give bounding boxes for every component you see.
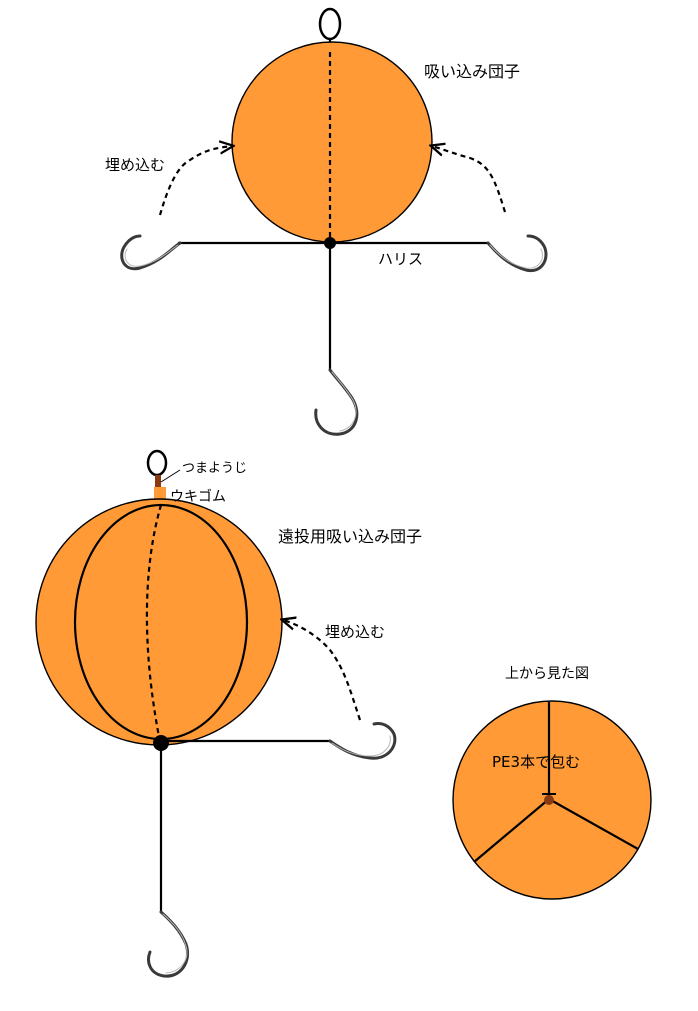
top-embed-label: 埋め込む (105, 156, 165, 174)
bottom-swivel-ring (146, 449, 168, 477)
top-hook-left (120, 234, 182, 271)
bottom-rig: つまようじ ウキゴム 遠投用吸い込み団子 埋め込む (35, 449, 422, 978)
pe-line-2 (473, 798, 550, 863)
top-swivel-ring (318, 7, 342, 41)
top-view: 上から見た図 PE3本で包む (452, 666, 652, 900)
bottom-embed-label: 埋め込む (325, 623, 385, 641)
top-hook-right (486, 234, 548, 273)
toothpick-label: つまようじ (182, 461, 247, 476)
top-embed-arrow-right (432, 146, 507, 213)
bottom-embed-arrow (283, 620, 362, 721)
toothpick (155, 475, 161, 488)
top-view-note: PE3本で包む (492, 753, 580, 771)
bottom-hook-bottom (147, 910, 189, 978)
top-view-title: 上から見た図 (505, 666, 589, 682)
bottom-dango-ball (35, 498, 283, 746)
top-dango-ball (231, 41, 433, 243)
top-embed-arrow-left (158, 146, 232, 216)
float-rubber-label: ウキゴム (170, 488, 226, 505)
top-title: 吸い込み団子 (424, 62, 520, 81)
top-rig: 吸い込み団子 埋め込む ハリス (105, 7, 548, 436)
pe-line-3 (548, 798, 639, 850)
bottom-title: 遠投用吸い込み団子 (278, 527, 422, 546)
bottom-hook-right (328, 722, 397, 760)
bottom-core-line (145, 504, 163, 743)
top-hook-bottom (314, 368, 359, 436)
top-harisu-label: ハリス (378, 250, 423, 268)
toothpick-pointer (160, 469, 181, 483)
top-view-center (544, 795, 554, 805)
